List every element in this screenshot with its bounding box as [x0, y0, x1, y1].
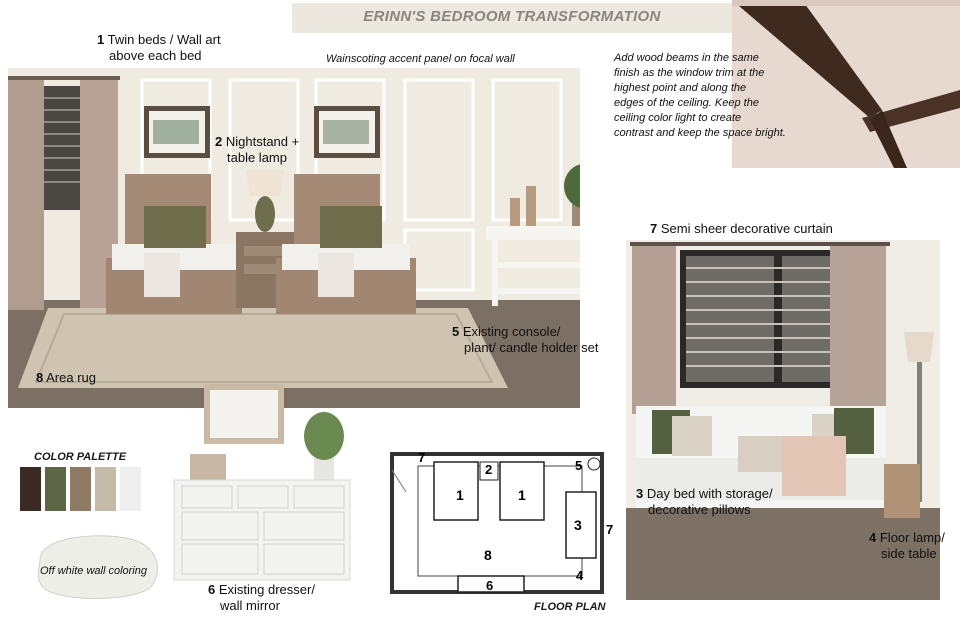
swatch-greige — [95, 467, 116, 511]
fp-floor-lamp: 4 — [576, 568, 584, 583]
item-text: Day bed with storage/ — [646, 486, 773, 501]
item-text: Twin beds / Wall art — [107, 32, 221, 47]
swatch-olive — [45, 467, 66, 511]
item-text: above each bed — [109, 48, 202, 63]
beams-note-line: edges of the ceiling. Keep the — [614, 97, 759, 109]
wall-color-blob — [37, 535, 158, 599]
wall-color-label: Off white wall coloring — [40, 565, 147, 577]
main-bedroom-scene — [8, 68, 580, 408]
label-area-rug: 8 Area rug — [36, 370, 156, 386]
fp-daybed: 3 — [574, 517, 582, 533]
beams-note-line: contrast and keep the space bright. — [614, 127, 786, 139]
item-number: 6 — [208, 582, 216, 597]
beams-note-line: finish as the window trim at the — [614, 67, 765, 79]
fp-dresser: 6 — [486, 578, 493, 593]
item-number: 2 — [215, 134, 223, 149]
palette-title: COLOR PALETTE — [34, 451, 127, 463]
item-text: table lamp — [227, 150, 287, 165]
fp-nightstand: 2 — [485, 462, 492, 477]
label-twin-beds: 1 Twin beds / Wall art above each bed — [97, 32, 277, 64]
swatch-taupe — [70, 467, 91, 511]
label-curtain: 7 Semi sheer decorative curtain — [650, 221, 910, 237]
floor-plan: 1 1 2 3 4 5 6 7 7 8 — [390, 450, 613, 594]
item-text: Area rug — [46, 370, 97, 385]
item-text: Semi sheer decorative curtain — [660, 221, 833, 236]
item-number: 5 — [452, 324, 460, 339]
fp-console: 5 — [575, 458, 582, 473]
item-number: 7 — [650, 221, 658, 236]
page-title: ERINN'S BEDROOM TRANSFORMATION — [363, 8, 661, 25]
label-daybed: 3 Day bed with storage/ decorative pillo… — [636, 486, 826, 518]
label-console: 5 Existing console/ plant/ candle holder… — [452, 324, 632, 356]
title-banner — [292, 3, 732, 33]
item-number: 1 — [97, 32, 105, 47]
beams-note-line: ceiling color light to create — [614, 112, 742, 124]
label-nightstand: 2 Nightstand + table lamp — [215, 134, 335, 166]
dresser-mirror-image — [173, 384, 351, 581]
item-number: 8 — [36, 370, 44, 385]
item-number: 3 — [636, 486, 644, 501]
item-text: Existing console/ — [462, 324, 561, 339]
item-text: decorative pillows — [648, 502, 751, 517]
beams-note-line: Add wood beams in the same — [614, 52, 759, 64]
label-dresser: 6 Existing dresser/ wall mirror — [208, 582, 368, 614]
swatch-white — [120, 467, 141, 511]
beams-note-line: highest point and along the — [614, 82, 747, 94]
item-number: 4 — [869, 530, 877, 545]
ceiling-beam-photo — [732, 0, 960, 168]
beams-note: Add wood beams in the same finish as the… — [614, 51, 814, 141]
fp-curtain-right: 7 — [606, 522, 613, 537]
item-text: wall mirror — [220, 598, 280, 613]
fp-bed-b: 1 — [518, 487, 526, 503]
swatch-espresso — [20, 467, 41, 511]
fp-curtain-top: 7 — [418, 450, 425, 465]
fp-rug: 8 — [484, 547, 492, 563]
fp-bed-a: 1 — [456, 487, 464, 503]
item-text: Existing dresser/ — [218, 582, 315, 597]
item-text: Nightstand + — [225, 134, 300, 149]
palette-swatches — [20, 467, 141, 511]
label-floor-lamp: 4 Floor lamp/ side table — [869, 530, 959, 562]
daybed-scene — [626, 240, 940, 600]
floor-plan-title: FLOOR PLAN — [534, 601, 606, 613]
item-text: Floor lamp/ — [879, 530, 945, 545]
wainscoting-note: Wainscoting accent panel on focal wall — [326, 53, 515, 65]
item-text: plant/ candle holder set — [464, 340, 599, 355]
item-text: side table — [881, 546, 937, 561]
